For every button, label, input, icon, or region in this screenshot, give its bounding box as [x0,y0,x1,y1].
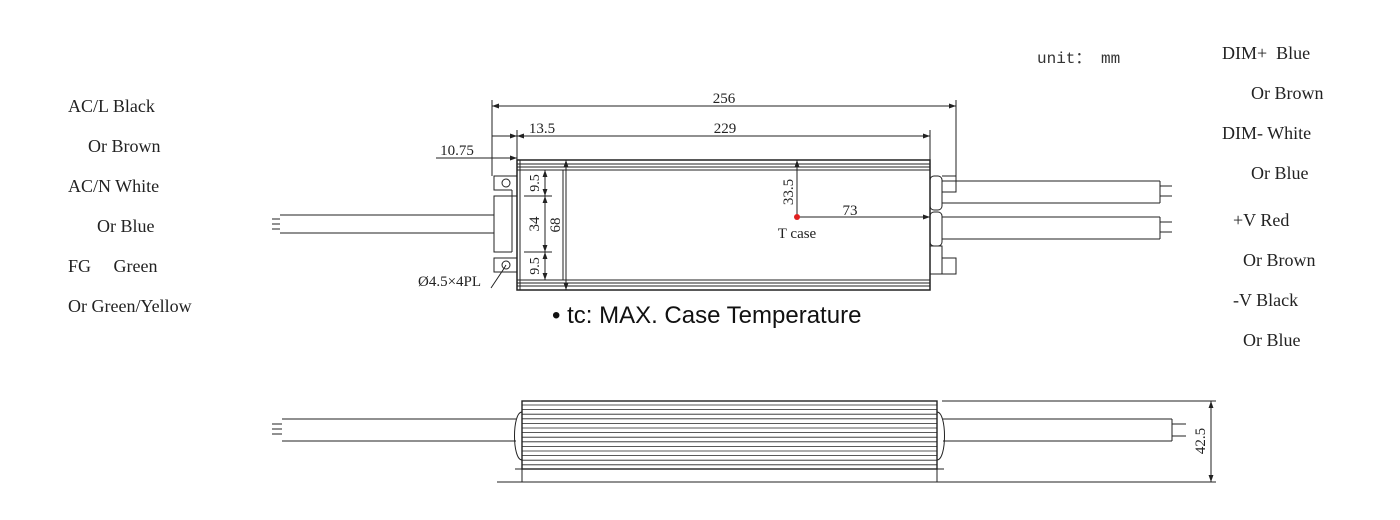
unit-label: unit： mm [1037,50,1121,68]
gland-right-top [929,175,943,211]
label-tc-vertical: 33.5 [781,179,797,205]
label-mount-hole: Ø4.5×4PL [418,274,481,290]
label-hole-bottom: 9.5 [528,257,543,275]
mount-hole-leader [490,264,507,289]
label-body-length: 229 [714,121,737,137]
wire-dim-minus-alt: Or Blue [1251,163,1309,183]
mount-hole [501,260,511,270]
label-overall-length: 256 [713,91,736,107]
wire-acn-alt: Or Blue [97,216,155,236]
label-offset-b: 10.75 [440,143,474,159]
case-body-top [516,159,931,291]
wire-vminus-alt: Or Blue [1243,330,1301,350]
wire-vminus: -V Black [1233,290,1299,310]
tcase-dot [794,214,800,220]
case-body-side [521,400,938,470]
label-hole-pitch: 34 [527,216,543,232]
label-width: 68 [548,218,564,233]
label-hole-top: 9.5 [528,174,543,192]
tc-note: • tc: MAX. Case Temperature [552,302,862,329]
top-view [272,100,1172,291]
ear-left-bottom [493,257,517,273]
ear-left-top [493,175,517,191]
gland-right-bottom [929,211,943,247]
wire-acn: AC/N White [68,176,160,196]
side-view [272,400,1216,483]
wire-acl: AC/L Black [68,96,155,116]
label-height: 42.5 [1193,428,1209,454]
label-tc-horizontal: 73 [843,203,858,219]
label-offset-a: 13.5 [529,121,555,137]
base-flange [497,469,962,483]
wire-dim-plus: DIM+ Blue [1222,43,1311,63]
ear-left-mid [493,195,517,253]
side-fins [522,404,937,466]
wire-vplus-alt: Or Brown [1243,250,1316,270]
wire-vplus: +V Red [1233,210,1290,230]
wire-fg-alt: Or Green/Yellow [68,296,192,316]
label-tcase: T case [778,226,817,242]
wire-dim-plus-alt: Or Brown [1251,83,1324,103]
wire-dim-minus: DIM- White [1222,123,1312,143]
wire-fg: FG Green [68,256,158,276]
wire-acl-alt: Or Brown [88,136,161,156]
